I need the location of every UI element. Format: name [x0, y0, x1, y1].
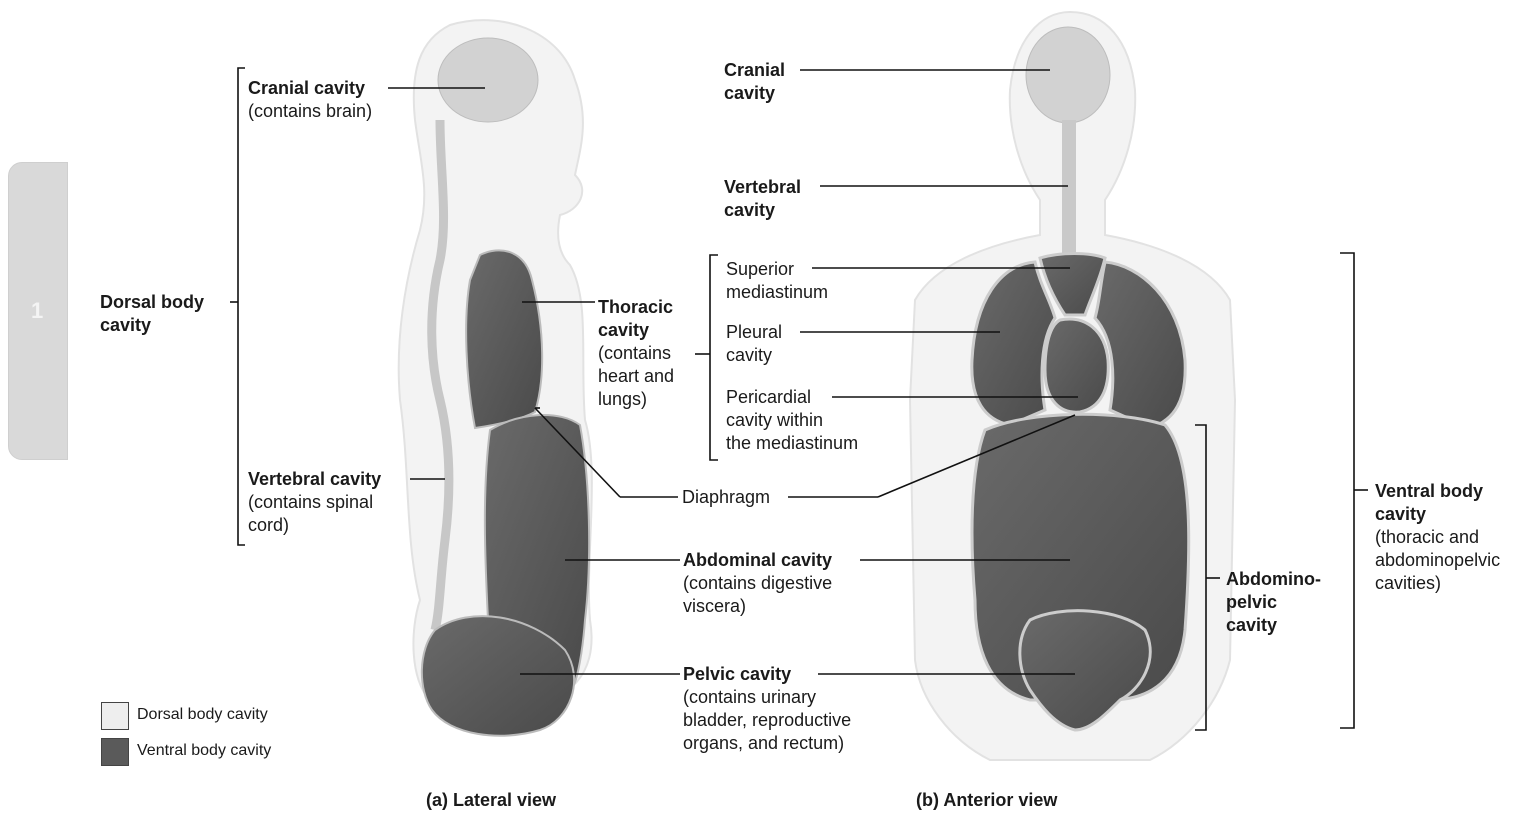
- legend-dorsal-swatch: [101, 702, 129, 730]
- lateral-cranial-label: Cranial cavity (contains brain): [248, 77, 372, 123]
- anterior-vertebral-line1: Vertebral: [724, 176, 801, 199]
- abdominal-title: Abdominal cavity: [683, 549, 832, 572]
- thoracic-cavity-label: Thoracic cavity (contains heart and lung…: [598, 296, 674, 411]
- anterior-cranial-line2: cavity: [724, 82, 785, 105]
- cranial-cavity-title: Cranial cavity: [248, 77, 372, 100]
- pericardial-cavity-label: Pericardial cavity within the mediastinu…: [726, 386, 858, 455]
- legend-dorsal-label: Dorsal body cavity: [137, 706, 268, 724]
- anterior-vertebral-line2: cavity: [724, 199, 801, 222]
- pleural-cavity-label: Pleural cavity: [726, 321, 782, 367]
- thoracic-note-line2: heart and: [598, 365, 674, 388]
- abdominopelvic-line2: pelvic: [1226, 591, 1321, 614]
- anterior-pericardial-cavity: [1045, 319, 1108, 412]
- legend-ventral-swatch: [101, 738, 129, 766]
- pleural-line1: Pleural: [726, 321, 782, 344]
- anterior-cranial-cavity: [1026, 27, 1110, 123]
- pelvic-cavity-label: Pelvic cavity (contains urinary bladder,…: [683, 663, 851, 755]
- superior-mediastinum-label: Superior mediastinum: [726, 258, 828, 304]
- pericardial-line1: Pericardial: [726, 386, 858, 409]
- diaphragm-label: Diaphragm: [682, 486, 770, 509]
- cranial-cavity-note: (contains brain): [248, 100, 372, 123]
- superior-line2: mediastinum: [726, 281, 828, 304]
- anterior-cranial-line1: Cranial: [724, 59, 785, 82]
- abdominopelvic-cavity-label: Abdomino- pelvic cavity: [1226, 568, 1321, 637]
- ventral-note-line1: (thoracic and: [1375, 526, 1500, 549]
- pelvic-note-line3: organs, and rectum): [683, 732, 851, 755]
- ventral-line1: Ventral body: [1375, 480, 1500, 503]
- ventral-note-line3: cavities): [1375, 572, 1500, 595]
- ventral-line2: cavity: [1375, 503, 1500, 526]
- superior-line1: Superior: [726, 258, 828, 281]
- pelvic-note-line1: (contains urinary: [683, 686, 851, 709]
- thoracic-line2: cavity: [598, 319, 674, 342]
- legend-ventral-label: Ventral body cavity: [137, 742, 271, 760]
- pelvic-note-line2: bladder, reproductive: [683, 709, 851, 732]
- abdominal-cavity-label: Abdominal cavity (contains digestive vis…: [683, 549, 832, 618]
- pericardial-line3: the mediastinum: [726, 432, 858, 455]
- anterior-view-caption: (b) Anterior view: [916, 790, 1057, 811]
- anterior-cranial-label: Cranial cavity: [724, 59, 785, 105]
- pleural-line2: cavity: [726, 344, 782, 367]
- abdominopelvic-line3: cavity: [1226, 614, 1321, 637]
- pericardial-line2: cavity within: [726, 409, 858, 432]
- vertebral-note-line2: cord): [248, 514, 381, 537]
- lateral-view-caption: (a) Lateral view: [426, 790, 556, 811]
- vertebral-cavity-title: Vertebral cavity: [248, 468, 381, 491]
- ventral-note-line2: abdominopelvic: [1375, 549, 1500, 572]
- pelvic-title: Pelvic cavity: [683, 663, 851, 686]
- dorsal-body-cavity-label: Dorsal body cavity: [100, 291, 204, 337]
- lateral-thoracic-cavity: [466, 250, 542, 428]
- dorsal-label-line1: Dorsal body: [100, 291, 204, 314]
- vertebral-note-line1: (contains spinal: [248, 491, 381, 514]
- abdominal-note-line2: viscera): [683, 595, 832, 618]
- lateral-vertebral-label: Vertebral cavity (contains spinal cord): [248, 468, 381, 537]
- anterior-vertebral-canal: [1062, 120, 1076, 260]
- thoracic-line1: Thoracic: [598, 296, 674, 319]
- anterior-vertebral-label: Vertebral cavity: [724, 176, 801, 222]
- dorsal-label-line2: cavity: [100, 314, 204, 337]
- lateral-cranial-cavity: [438, 38, 538, 122]
- ventral-body-cavity-label: Ventral body cavity (thoracic and abdomi…: [1375, 480, 1500, 595]
- thoracic-note-line1: (contains: [598, 342, 674, 365]
- thoracic-note-line3: lungs): [598, 388, 674, 411]
- abdominal-note-line1: (contains digestive: [683, 572, 832, 595]
- abdominopelvic-line1: Abdomino-: [1226, 568, 1321, 591]
